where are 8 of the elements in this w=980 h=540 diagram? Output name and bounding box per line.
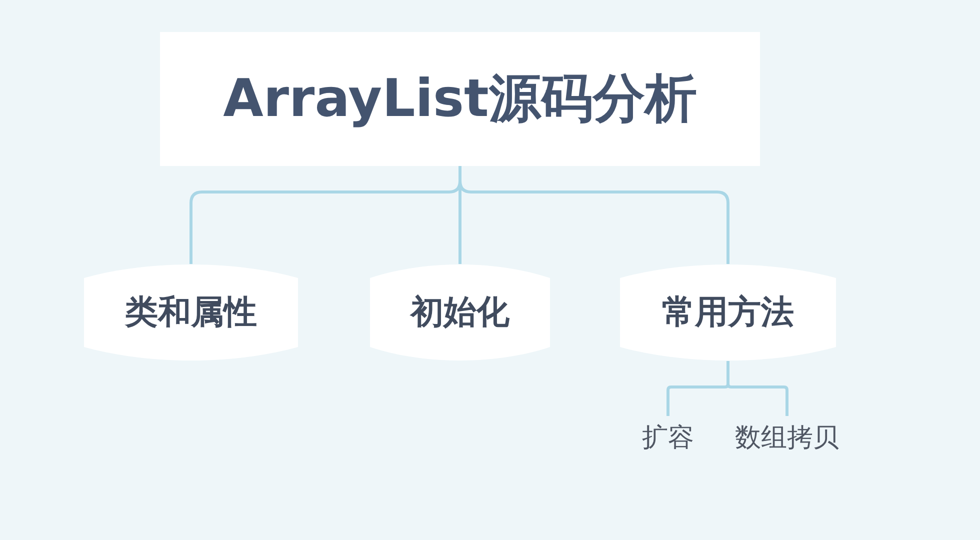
branch-label: 数组拷贝 bbox=[730, 416, 844, 460]
title-box: ArrayList源码分析 bbox=[160, 32, 760, 166]
connector-line bbox=[458, 166, 730, 264]
connector-line bbox=[726, 361, 788, 416]
topic-shape: 常用方法 bbox=[620, 264, 836, 361]
branch-label: 扩容 bbox=[636, 416, 700, 460]
topic-shape: 初始化 bbox=[370, 264, 550, 361]
topic-shape: 类和属性 bbox=[84, 264, 298, 361]
